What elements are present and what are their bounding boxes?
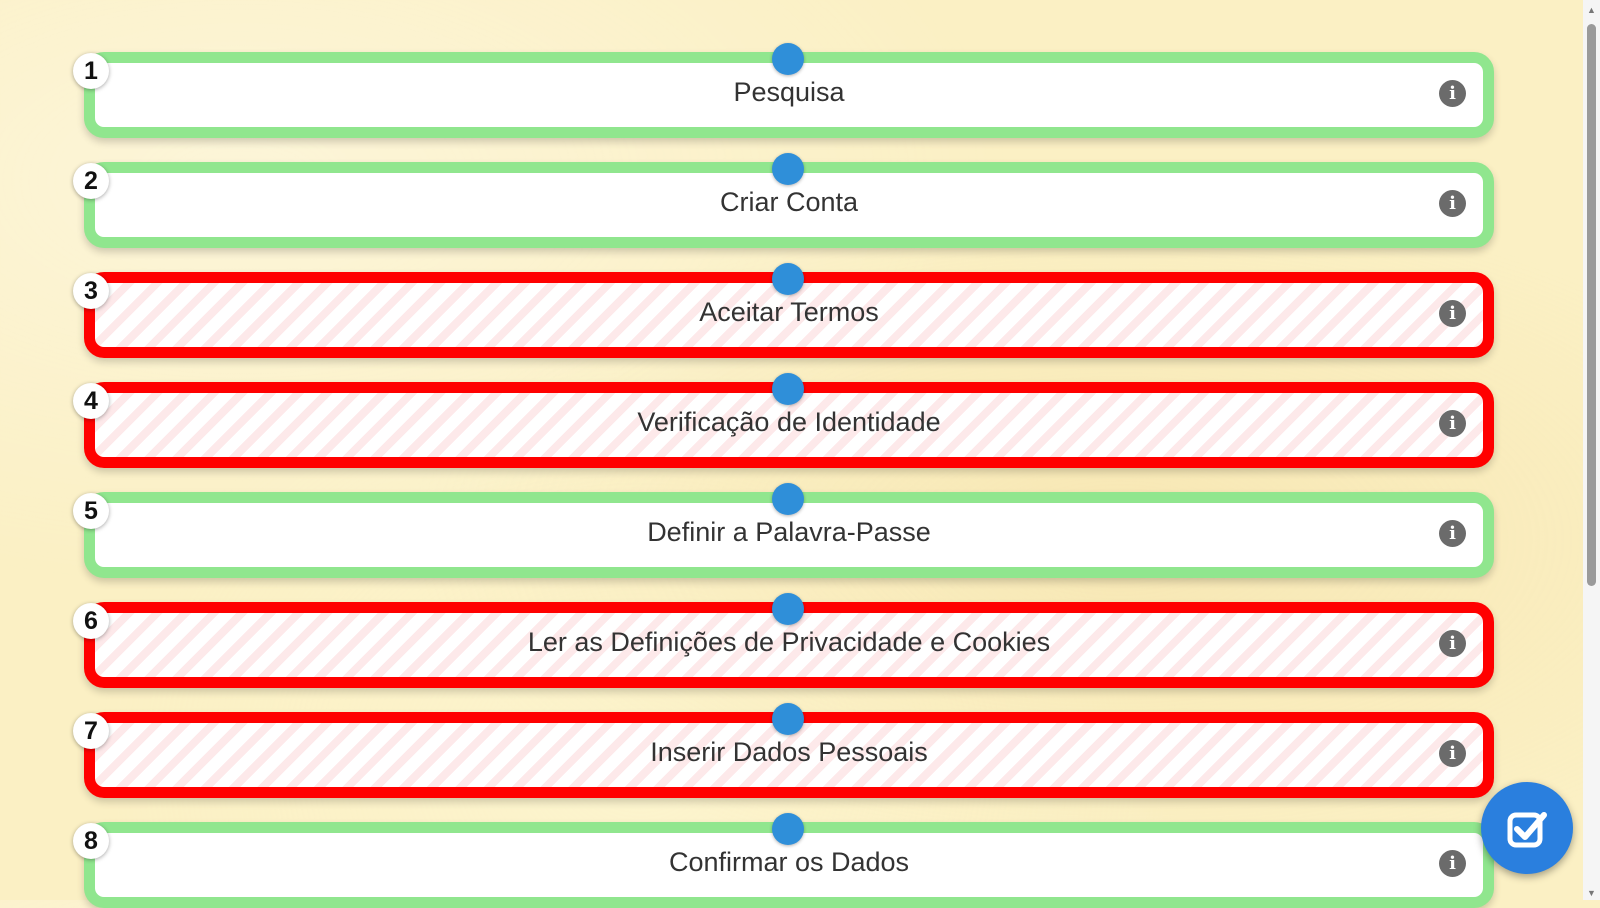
steps-list: 1 Pesquisa i 2 Criar Conta i 3 Aceitar T…	[73, 43, 1494, 908]
step-number: 4	[73, 383, 109, 419]
drag-handle[interactable]	[772, 703, 804, 735]
info-icon[interactable]: i	[1439, 630, 1466, 657]
step-card[interactable]: 5 Definir a Palavra-Passe i	[73, 483, 1494, 578]
step-number: 3	[73, 273, 109, 309]
step-number: 7	[73, 713, 109, 749]
submit-button[interactable]	[1481, 782, 1573, 874]
vertical-scrollbar[interactable]: ▲ ▼	[1583, 0, 1600, 900]
drag-handle[interactable]	[772, 263, 804, 295]
step-label: Pesquisa	[733, 77, 845, 107]
drag-handle[interactable]	[772, 373, 804, 405]
step-card[interactable]: 1 Pesquisa i	[73, 43, 1494, 138]
step-number: 6	[73, 603, 109, 639]
drag-handle[interactable]	[772, 483, 804, 515]
step-label: Verificação de Identidade	[637, 407, 941, 437]
info-icon[interactable]: i	[1439, 80, 1466, 107]
step-number: 8	[73, 823, 109, 859]
info-icon[interactable]: i	[1439, 410, 1466, 437]
step-card[interactable]: 7 Inserir Dados Pessoais i	[73, 703, 1494, 798]
step-label: Aceitar Termos	[699, 297, 879, 327]
step-card[interactable]: 4 Verificação de Identidade i	[73, 373, 1494, 468]
drag-handle[interactable]	[772, 813, 804, 845]
scroll-up-arrow-icon[interactable]: ▲	[1587, 5, 1596, 15]
step-label: Confirmar os Dados	[668, 847, 910, 877]
step-number: 5	[73, 493, 109, 529]
step-card[interactable]: 3 Aceitar Termos i	[73, 263, 1494, 358]
scroll-thumb[interactable]	[1587, 24, 1596, 586]
drag-handle[interactable]	[772, 593, 804, 625]
step-label: Ler as Definições de Privacidade e Cooki…	[527, 627, 1051, 657]
step-card[interactable]: 8 Confirmar os Dados i	[73, 813, 1494, 908]
info-icon[interactable]: i	[1439, 520, 1466, 547]
step-number: 1	[73, 53, 109, 89]
info-icon[interactable]: i	[1439, 740, 1466, 767]
scroll-down-arrow-icon[interactable]: ▼	[1587, 888, 1596, 898]
info-icon[interactable]: i	[1439, 300, 1466, 327]
step-number: 2	[73, 163, 109, 199]
step-label: Inserir Dados Pessoais	[650, 737, 928, 767]
drag-handle[interactable]	[772, 153, 804, 185]
step-label: Criar Conta	[719, 187, 859, 217]
step-label: Definir a Palavra-Passe	[647, 517, 931, 547]
check-square-icon	[1507, 812, 1547, 848]
info-icon[interactable]: i	[1439, 190, 1466, 217]
step-card[interactable]: 6 Ler as Definições de Privacidade e Coo…	[73, 593, 1494, 688]
step-card[interactable]: 2 Criar Conta i	[73, 153, 1494, 248]
info-icon[interactable]: i	[1439, 850, 1466, 877]
drag-handle[interactable]	[772, 43, 804, 75]
